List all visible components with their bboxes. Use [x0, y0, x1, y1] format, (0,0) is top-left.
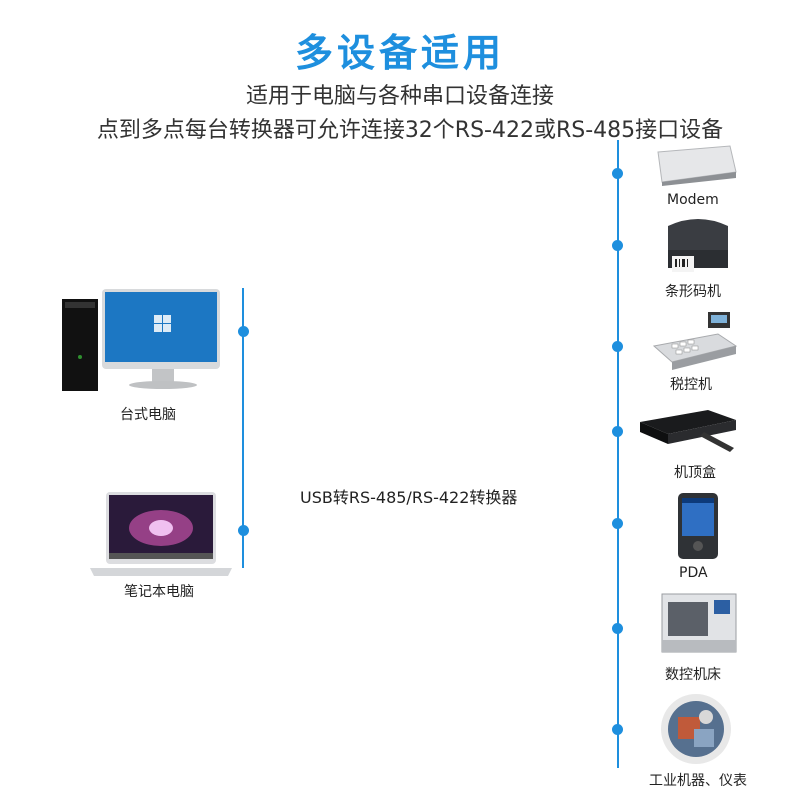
left-connector-dot: [238, 525, 249, 536]
subtitle-line-2: 点到多点每台转换器可允许连接32个RS-422或RS-485接口设备: [96, 118, 724, 143]
subtitle-line-1: 适用于电脑与各种串口设备连接: [245, 84, 554, 109]
set-top-box-icon: [640, 410, 736, 452]
left-connector-dot: [238, 326, 249, 337]
industrial-machine-icon: [661, 694, 731, 764]
desktop-computer-label: 台式电脑: [120, 407, 176, 423]
cnc-machine-label: 数控机床: [665, 667, 721, 683]
page-title: 多设备适用: [294, 31, 505, 75]
barcode-printer-label: 条形码机: [665, 284, 721, 300]
right-connector-line: [617, 140, 619, 768]
pda-icon: [678, 493, 718, 559]
modem-label: Modem: [667, 192, 719, 208]
right-connector-dot: [612, 724, 623, 735]
set-top-box-label: 机顶盒: [674, 465, 716, 481]
industrial-machine-label: 工业机器、仪表: [649, 773, 747, 789]
right-connector-dot: [612, 240, 623, 251]
left-connector-line: [242, 288, 244, 568]
laptop-icon: [90, 492, 232, 576]
cnc-machine-icon: [661, 593, 737, 653]
desktop-computer-icon: [62, 289, 220, 391]
pda-label: PDA: [679, 565, 708, 581]
cash-register-label: 税控机: [670, 377, 712, 393]
barcode-printer-icon: [668, 219, 728, 272]
laptop-label: 笔记本电脑: [124, 584, 194, 600]
right-connector-dot: [612, 518, 623, 529]
right-connector-dot: [612, 623, 623, 634]
modem-icon: [657, 145, 737, 186]
right-connector-dot: [612, 168, 623, 179]
right-connector-dot: [612, 426, 623, 437]
converter-label: USB转RS-485/RS-422转换器: [300, 488, 518, 507]
right-connector-dot: [612, 341, 623, 352]
cash-register-icon: [652, 312, 738, 370]
